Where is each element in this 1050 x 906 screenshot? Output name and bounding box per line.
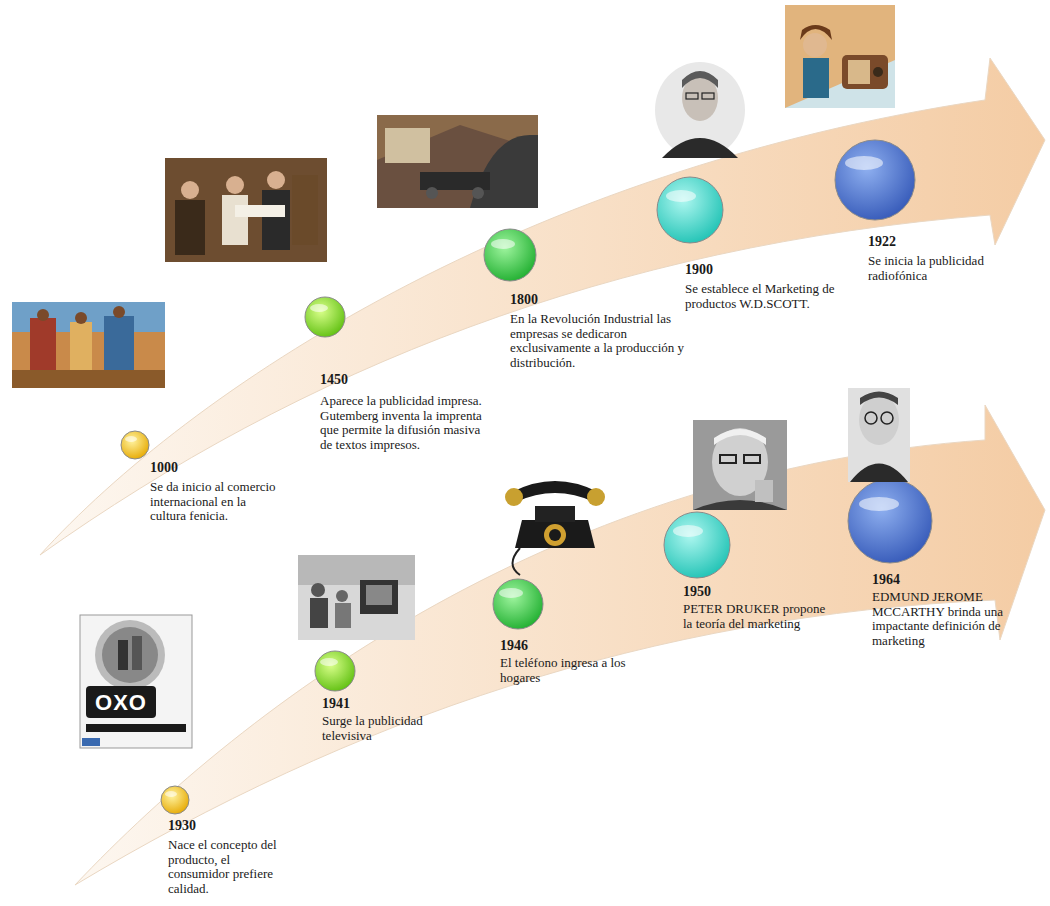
year-label: 1946 (500, 638, 560, 654)
radio-picture (785, 5, 895, 108)
year-label: 1800 (510, 292, 570, 308)
printing-press-picture (165, 158, 327, 262)
event-description: Nace el concepto del producto, el consum… (168, 838, 293, 896)
television-photo (298, 555, 415, 640)
dot-highlight (125, 156, 899, 797)
portrait-drucker (693, 420, 787, 510)
year-label: 1941 (322, 696, 382, 712)
year-label: 1930 (168, 818, 228, 834)
telephone-picture (505, 481, 605, 575)
year-label: 1964 (872, 572, 932, 588)
event-description: En la Revolución Industrial las empresas… (510, 312, 710, 370)
timeline-arrow (40, 58, 1045, 555)
year-label: 1922 (868, 234, 928, 250)
timeline-arrow (75, 405, 1045, 885)
oxo-poster (80, 615, 192, 748)
event-description: Aparece la publicidad impresa. Gutemberg… (320, 394, 495, 452)
event-description: EDMUND JEROME MCCARTHY brinda una impact… (872, 590, 1037, 648)
year-label: 1450 (320, 372, 380, 388)
phoenician-painting (12, 302, 165, 388)
year-label: 1900 (685, 262, 745, 278)
milestone-dot (121, 140, 932, 814)
event-description: PETER DRUKER propone la teoría del marke… (683, 602, 833, 631)
year-label: 1000 (150, 460, 210, 476)
event-description: El teléfono ingresa a los hogares (500, 656, 635, 685)
event-description: Se establece el Marketing de productos W… (685, 282, 875, 311)
year-label: 1950 (683, 584, 743, 600)
event-description: Se inicia la publicidad radiofónica (868, 254, 1023, 283)
portrait-mccarthy (848, 388, 910, 482)
industrial-picture (377, 115, 538, 208)
event-description: Surge la publicidad televisiva (322, 714, 452, 743)
portrait-scott (655, 62, 745, 158)
event-description: Se da inicio al comercio internacional e… (150, 480, 282, 524)
poster-text: OXO (86, 691, 156, 716)
